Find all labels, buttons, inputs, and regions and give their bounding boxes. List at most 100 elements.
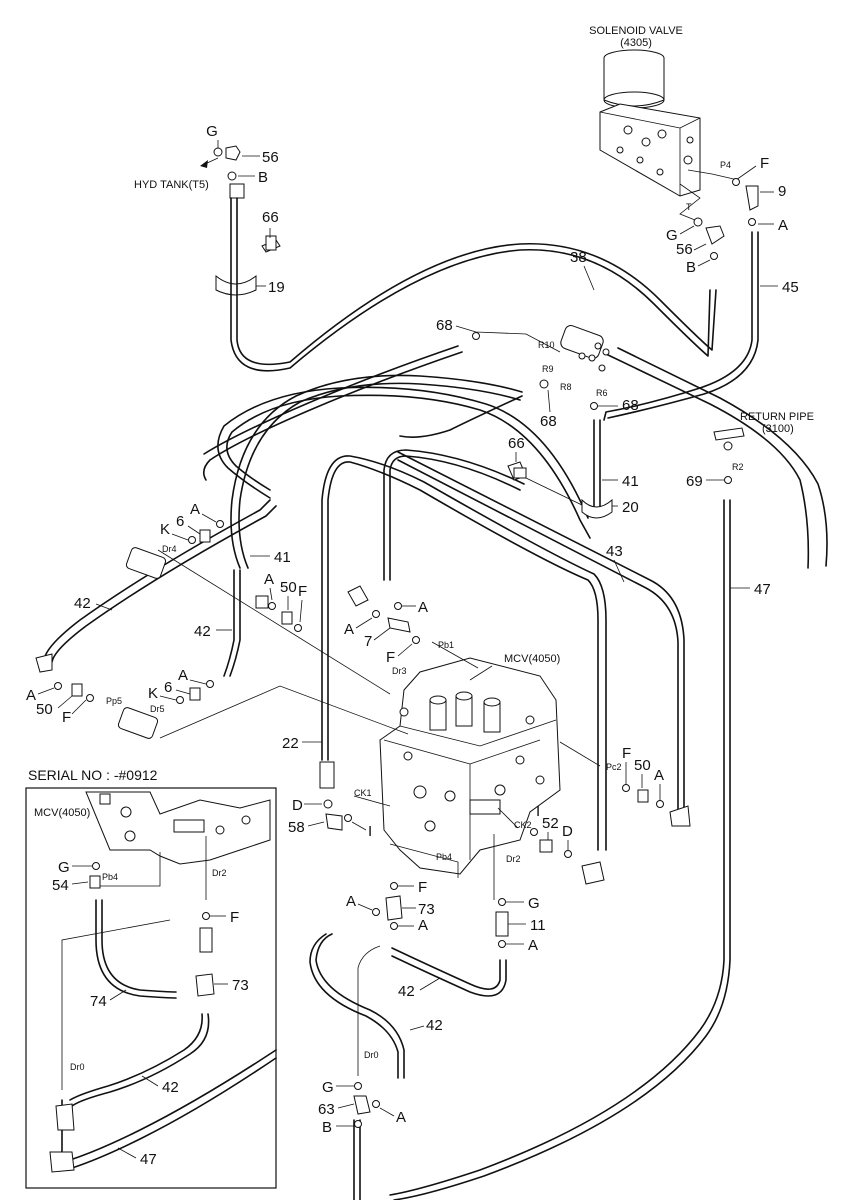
inset-label-42: 42	[162, 1079, 179, 1096]
label-56-sol: 56	[676, 241, 693, 258]
port-pp5: Pp5	[106, 696, 122, 706]
label-68-c: 68	[622, 397, 639, 414]
port-r8: R8	[560, 382, 572, 392]
port-ck1: CK1	[354, 788, 372, 798]
label-68-b: 68	[540, 413, 557, 430]
label-f-b: F	[418, 879, 427, 896]
label-41-a: 41	[622, 473, 639, 490]
inset-mcv-block	[85, 791, 271, 865]
inset-port-dr0: Dr0	[70, 1062, 85, 1072]
label-42-left: 42	[74, 595, 91, 612]
solenoid-valve	[599, 49, 701, 197]
label-68-a: 68	[436, 317, 453, 334]
inset-port-dr2: Dr2	[212, 868, 227, 878]
hyd-tank-label: HYD TANK(T5)	[134, 179, 209, 191]
port-r2: R2	[732, 462, 744, 472]
label-g-tank: G	[206, 123, 218, 140]
port-labels: P4 T R10 R9 R8 R6 R2 Dr4 Dr5 Pp5 Dr3 Pb1…	[106, 160, 744, 1060]
label-i-l: I	[368, 823, 372, 840]
label-f-sol: F	[760, 155, 769, 172]
label-41-b: 41	[274, 549, 291, 566]
left-fittings	[35, 520, 302, 739]
label-g-sol: G	[666, 227, 678, 244]
inset-label-54: 54	[52, 877, 69, 894]
solenoid-valve-code: (4305)	[620, 37, 652, 49]
label-42-b2: 42	[426, 1017, 443, 1034]
port-dr2: Dr2	[506, 854, 521, 864]
label-b-tank: B	[258, 169, 268, 186]
label-f-r: F	[622, 745, 631, 762]
label-g-b: G	[528, 895, 540, 912]
inset-label-74: 74	[90, 993, 107, 1010]
label-66-mid: 66	[508, 435, 525, 452]
label-38: 38	[570, 249, 587, 266]
label-11: 11	[530, 917, 546, 934]
label-a-b2: A	[418, 917, 428, 934]
label-i-r: I	[536, 803, 540, 820]
label-58: 58	[288, 819, 305, 836]
label-a-sol: A	[778, 217, 788, 234]
label-a-b3: A	[528, 937, 538, 954]
label-42-b1: 42	[398, 983, 415, 1000]
return-pipe-title: RETURN PIPE	[740, 411, 814, 423]
label-f-mcv: F	[386, 649, 395, 666]
label-a-l3: A	[26, 687, 36, 704]
port-pb4: Pb4	[436, 852, 452, 862]
label-a-r: A	[654, 767, 664, 784]
label-50-l3: 50	[36, 701, 53, 718]
label-k-l1: K	[160, 521, 170, 538]
label-7: 7	[364, 633, 372, 650]
port-pc2: Pc2	[606, 762, 622, 772]
label-f-l3: F	[62, 709, 71, 726]
label-a-bot: A	[396, 1109, 406, 1126]
label-69: 69	[686, 473, 703, 490]
label-45: 45	[782, 279, 799, 296]
label-19: 19	[268, 279, 285, 296]
port-r6: R6	[596, 388, 608, 398]
label-6-l1: 6	[176, 513, 184, 530]
return-pipe-code: (3100)	[762, 423, 794, 435]
port-dr5: Dr5	[150, 704, 165, 714]
label-k-l4: K	[148, 685, 158, 702]
label-20: 20	[622, 499, 639, 516]
label-66-tank: 66	[262, 209, 279, 226]
label-a-l2: A	[264, 571, 274, 588]
inset-label-47: 47	[140, 1151, 157, 1168]
label-22: 22	[282, 735, 299, 752]
label-a-b: A	[346, 893, 356, 910]
port-ck2: CK2	[514, 820, 532, 830]
hoses	[43, 197, 828, 1200]
label-42-mid: 42	[194, 623, 211, 640]
label-f-l2: F	[298, 583, 307, 600]
mcv-main-block	[379, 657, 561, 875]
inset-label-f: F	[230, 909, 239, 926]
label-47-main: 47	[754, 581, 771, 598]
label-50-l2: 50	[280, 579, 297, 596]
label-a-l1: A	[190, 501, 200, 518]
label-b-bot: B	[322, 1119, 332, 1136]
label-d-r: D	[562, 823, 573, 840]
port-p4: P4	[720, 160, 731, 170]
solenoid-valve-title: SOLENOID VALVE	[589, 25, 683, 37]
tank-fittings	[213, 145, 281, 296]
label-63: 63	[318, 1101, 335, 1118]
serial-label: SERIAL NO : -#0912	[28, 767, 158, 783]
port-r9: R9	[542, 364, 554, 374]
label-52: 52	[542, 815, 559, 832]
label-a-l4: A	[178, 667, 188, 684]
port-dr0: Dr0	[364, 1050, 379, 1060]
label-b-sol: B	[686, 259, 696, 276]
r-port-fittings	[472, 325, 745, 484]
label-6-l4: 6	[164, 679, 172, 696]
label-a-mcv2: A	[344, 621, 354, 638]
label-73-b: 73	[418, 901, 435, 918]
label-56-tank: 56	[262, 149, 279, 166]
label-g-bot: G	[322, 1079, 334, 1096]
label-43: 43	[606, 543, 623, 560]
label-9: 9	[778, 183, 786, 200]
label-a-mcv: A	[418, 599, 428, 616]
inset-port-pb4: Pb4	[102, 872, 118, 882]
label-d-l: D	[292, 797, 303, 814]
mcv-main-label: MCV(4050)	[504, 653, 560, 665]
